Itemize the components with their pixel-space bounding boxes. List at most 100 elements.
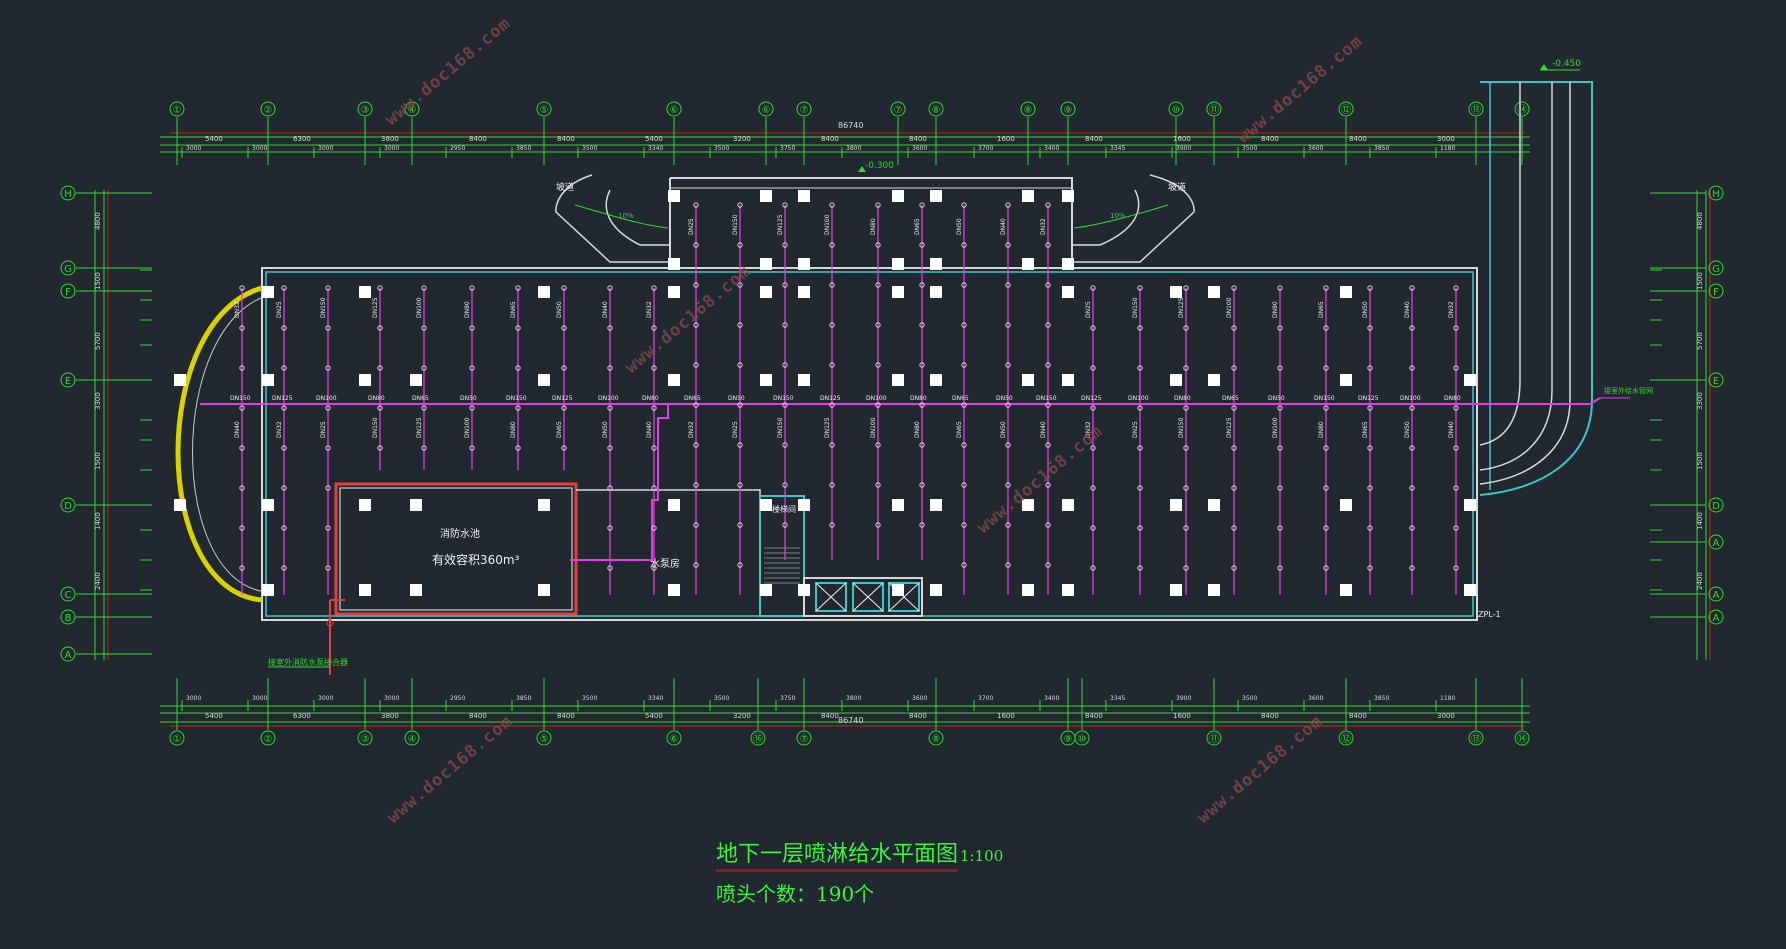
sprinkler-head xyxy=(281,565,287,571)
dimension-text: 1600 xyxy=(1173,135,1191,143)
dimension-text: 3500 xyxy=(714,695,729,702)
pipe-size-labels: DN32DN40DN150DN25DN32DN125DN150DN25DN100… xyxy=(230,214,1461,438)
dimension-text: 3600 xyxy=(912,145,927,152)
sprinkler-head xyxy=(1367,365,1373,371)
grid-bubble xyxy=(60,609,76,625)
grid-label: A xyxy=(1713,613,1720,624)
pipe-label: DN40 xyxy=(1404,301,1411,318)
sprinkler-head xyxy=(1005,442,1011,448)
dimension-text: 3600 xyxy=(1308,145,1323,152)
sprinkler-head xyxy=(1409,525,1415,531)
grid-bubble xyxy=(1708,534,1724,550)
sprinkler-head xyxy=(1453,565,1459,571)
column xyxy=(410,374,422,386)
pipe-label: DN65 xyxy=(556,421,563,438)
dimension-text: 6300 xyxy=(293,135,311,143)
sprinkler-head xyxy=(239,565,245,571)
sprinkler-head xyxy=(961,282,967,288)
pipe-label: DN80 xyxy=(510,421,517,438)
sprinkler-head xyxy=(515,445,521,451)
dimension-text: 8400 xyxy=(909,135,927,143)
pipe-label: DN80 xyxy=(914,421,921,438)
column xyxy=(174,499,186,511)
sprinkler-head xyxy=(875,482,881,488)
column xyxy=(668,258,680,270)
sprinkler-head xyxy=(1323,445,1329,451)
sprinkler-head xyxy=(1005,522,1011,528)
dimension-text: 1500 xyxy=(94,272,102,290)
dimension-text: 5400 xyxy=(205,135,223,143)
column xyxy=(1022,374,1034,386)
pipe-label: DN25 xyxy=(732,421,739,438)
dimension-text: 8400 xyxy=(1349,135,1367,143)
pipe-label: DN40 xyxy=(1448,421,1455,438)
pipe-label: DN40 xyxy=(1040,421,1047,438)
sprinkler-head xyxy=(1183,445,1189,451)
pipe-label: DN80 xyxy=(368,395,385,402)
main-sprinkler-pipe xyxy=(200,397,1601,561)
dimension-text: 4800 xyxy=(94,212,102,230)
dimension-text: 8400 xyxy=(469,712,487,720)
sprinkler-head xyxy=(1277,325,1283,331)
grid-bubble xyxy=(928,101,944,117)
grid-bubble xyxy=(890,101,906,117)
elevation-mid: -0.300 xyxy=(865,161,894,171)
dimension-text: 2950 xyxy=(450,695,465,702)
column xyxy=(1170,286,1182,298)
grid-bubble xyxy=(1338,730,1354,746)
grid-bubble xyxy=(357,730,373,746)
dimension-text: 3400 xyxy=(1044,145,1059,152)
sprinkler-head xyxy=(829,282,835,288)
pipe-label: DN125 xyxy=(824,417,831,438)
dimension-text: 8400 xyxy=(557,712,575,720)
sprinkler-head xyxy=(1045,482,1051,488)
column xyxy=(359,374,371,386)
sprinkler-head xyxy=(737,482,743,488)
column xyxy=(1464,584,1476,596)
sprinkler-head xyxy=(1137,325,1143,331)
column xyxy=(1062,258,1074,270)
grid-label: ④ xyxy=(408,105,417,116)
sprinkler-head xyxy=(651,365,657,371)
sprinkler-head xyxy=(239,485,245,491)
dimension-text: 8400 xyxy=(469,135,487,143)
sprinkler-head xyxy=(1183,285,1189,291)
dimension-text: 1500 xyxy=(1696,452,1704,470)
pipe-label: DN100 xyxy=(824,214,831,235)
pipe-label: DN65 xyxy=(1318,301,1325,318)
dimension-text: 3000 xyxy=(1437,135,1455,143)
pipe-label: DN100 xyxy=(464,417,471,438)
column xyxy=(668,584,680,596)
grid-label: ⑨ xyxy=(1064,105,1073,116)
sprinkler-head xyxy=(693,482,699,488)
sprinkler-head xyxy=(281,285,287,291)
grid-label: A xyxy=(1713,538,1720,549)
sprinkler-head xyxy=(515,365,521,371)
sprinkler-head xyxy=(239,405,245,411)
sprinkler-head xyxy=(1453,325,1459,331)
grid-label: ⑥ xyxy=(670,734,679,745)
sprinkler-head xyxy=(1231,285,1237,291)
sprinkler-head xyxy=(1277,285,1283,291)
column xyxy=(760,190,772,202)
grid-bubble xyxy=(60,646,76,662)
grid-label: ② xyxy=(264,105,273,116)
dimension-text: 8400 xyxy=(1349,712,1367,720)
sprinkler-head xyxy=(1045,442,1051,448)
column xyxy=(892,374,904,386)
dimension-extension-lines xyxy=(107,132,1711,727)
pipe-label: DN50 xyxy=(1404,421,1411,438)
grid-label: ⑤ xyxy=(540,734,549,745)
dimension-text: 5700 xyxy=(94,332,102,350)
sprinkler-head xyxy=(1409,405,1415,411)
column xyxy=(760,584,772,596)
column xyxy=(930,258,942,270)
total-dim-bottom: 86740 xyxy=(838,716,863,725)
sprinkler-head xyxy=(325,485,331,491)
dimension-text: 3800 xyxy=(846,695,861,702)
elevator-cross xyxy=(852,582,884,612)
sprinkler-head xyxy=(829,442,835,448)
sprinkler-head xyxy=(737,242,743,248)
grid-bubble xyxy=(758,101,774,117)
pipe-label: DN80 xyxy=(870,218,877,235)
